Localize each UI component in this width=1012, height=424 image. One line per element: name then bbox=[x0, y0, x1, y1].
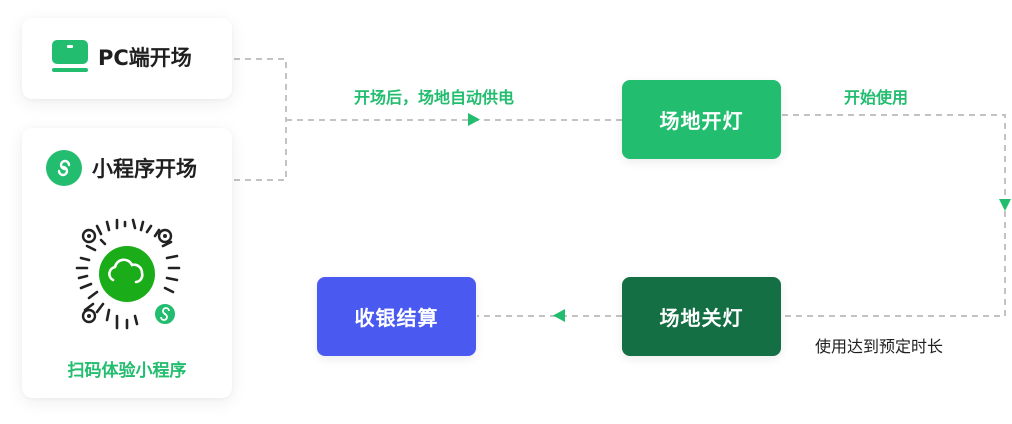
laptop-icon bbox=[52, 40, 88, 72]
pc-entry-card[interactable]: PC端开场 bbox=[22, 18, 232, 99]
pc-entry-title: PC端开场 bbox=[52, 40, 192, 74]
node-lights-on[interactable]: 场地开灯 bbox=[622, 80, 781, 159]
miniprogram-icon bbox=[46, 150, 82, 186]
qr-caption: 扫码体验小程序 bbox=[67, 361, 187, 381]
arrow-left-icon bbox=[553, 309, 565, 322]
miniprogram-entry-title: 小程序开场 bbox=[46, 150, 197, 186]
connector-miniprogram bbox=[234, 120, 287, 181]
connector-start-use bbox=[782, 114, 1006, 317]
arrow-down-icon bbox=[999, 199, 1011, 211]
pc-entry-label: PC端开场 bbox=[98, 46, 192, 70]
node-lights-off[interactable]: 场地关灯 bbox=[622, 277, 781, 356]
edge-label-auto-power: 开场后，场地自动供电 bbox=[354, 88, 515, 107]
node-checkout[interactable]: 收银结算 bbox=[317, 277, 476, 356]
miniprogram-entry-label: 小程序开场 bbox=[92, 157, 197, 181]
edge-label-start-use: 开始使用 bbox=[844, 88, 909, 107]
miniprogram-entry-card[interactable]: 小程序开场 扫码体验小程序 bbox=[22, 128, 232, 398]
edge-label-time-reached: 使用达到预定时长 bbox=[815, 337, 944, 356]
qr-code-image[interactable] bbox=[67, 216, 189, 338]
connector-pc bbox=[234, 58, 287, 120]
arrow-right-icon bbox=[468, 113, 480, 126]
